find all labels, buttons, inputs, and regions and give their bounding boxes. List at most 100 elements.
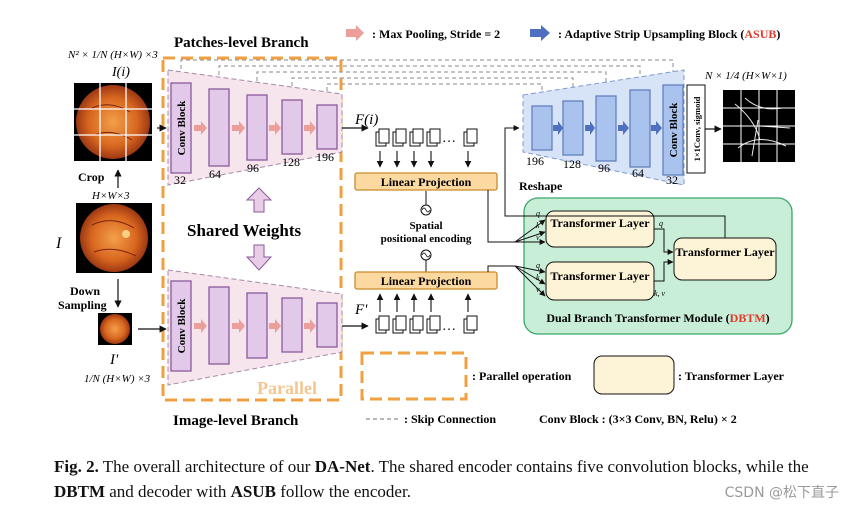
patch-count-label: N² × 1/N (H×W) ×3 [67, 49, 158, 61]
sampling-label: Sampling [58, 298, 107, 312]
pool-arrow-icon [232, 319, 245, 333]
pool-arrow-icon [346, 25, 364, 41]
output-size-label: N × 1/4 (H×W×1) [704, 70, 787, 82]
legend-max-pool-label: : Max Pooling, Stride = 2 [372, 27, 500, 41]
head-label: 1×1Conv, sigmoid [692, 96, 702, 161]
shared-up-arrow-icon [245, 187, 273, 213]
transformer-layer-2-label: Transformer Layer [550, 269, 650, 283]
asub-arrow-icon [553, 121, 563, 135]
legend-asub: : Adaptive Strip Upsampling Block (ASUB) [530, 25, 780, 41]
legend-asub-suffix: ) [776, 27, 780, 41]
decoder-block-3 [595, 95, 617, 162]
inputs: N² × 1/N (H×W) ×3 I(i) Crop H×W×3 I Down… [55, 49, 167, 385]
dec-ch-64: 64 [632, 166, 644, 180]
transformer-layer-1-label: Transformer Layer [550, 216, 650, 230]
patches-branch-title: Patches-level Branch [174, 35, 309, 51]
top-ch-64: 64 [209, 167, 221, 181]
caption-text-2: . The shared encoder contains five convo… [370, 457, 809, 476]
q-label: q [536, 209, 540, 218]
pool-arrow-icon [269, 319, 281, 333]
bottom-conv-block-4 [281, 297, 303, 353]
legend-skip-label: : Skip Connection [404, 412, 496, 426]
caption-text-1: The overall architecture of our [98, 457, 315, 476]
small-size-label: 1/N (H×W) ×3 [84, 373, 151, 385]
decoder-block-4 [629, 89, 651, 168]
top-conv-block-label: Conv Block [176, 100, 188, 156]
figure-caption: Fig. 2. The overall architecture of our … [54, 454, 824, 504]
dbtm-module: Transformer Layer Transformer Layer Tran… [487, 125, 793, 335]
top-linear-projection-label: Linear Projection [381, 175, 472, 189]
q-label: q [659, 219, 663, 228]
bottom-encoder: Conv Block [167, 269, 343, 386]
decoder-conv-block-label: Conv Block [668, 102, 680, 158]
decoder-block-1 [531, 105, 553, 151]
caption-fig: Fig. 2. [54, 457, 99, 476]
bottom-linear-projection-label: Linear Projection [381, 274, 472, 288]
image-branch-title: Image-level Branch [173, 413, 299, 429]
top-conv-block-3 [246, 94, 268, 161]
top-linear-projection-box [354, 172, 498, 191]
bottom-conv-block-5 [316, 302, 338, 348]
spatial-label: Spatial [409, 220, 442, 232]
small-image [98, 313, 132, 345]
top-ch-32: 32 [174, 173, 186, 187]
legend-transformer-box [593, 355, 675, 395]
decoder-conv-block [662, 84, 684, 176]
watermark: CSDN @松下直子 [724, 485, 839, 501]
full-size-label: H×W×3 [91, 190, 130, 202]
asub-arrow-icon [618, 121, 629, 135]
dbtm-title-prefix: Dual Branch Transformer Module ( [546, 311, 729, 325]
caption-dbtm: DBTM [54, 482, 105, 501]
v-label: v [536, 233, 540, 242]
bottom-conv-block-2 [208, 286, 230, 365]
svg-text:Dual Branch Transformer Module: Dual Branch Transformer Module (DBTM) [546, 311, 769, 325]
feat-patch-symbol: F(i) [354, 112, 378, 128]
legend-asub-prefix: : Adaptive Strip Upsampling Block ( [558, 27, 744, 41]
legend-asub-abbr: ASUB [744, 27, 776, 41]
legend-max-pool: : Max Pooling, Stride = 2 [346, 25, 500, 41]
shared-weights-label: Shared Weights [187, 221, 302, 240]
dec-ch-96: 96 [598, 161, 610, 175]
asub-arrow-icon [530, 25, 550, 41]
down-label: Down [70, 284, 100, 298]
k-label: k [536, 273, 540, 282]
pool-arrow-icon [304, 121, 316, 135]
pool-arrow-icon [232, 121, 245, 135]
decoder-block-2 [562, 100, 584, 156]
legend-conv-def: Conv Block : (3×3 Conv, BN, Relu) × 2 [539, 412, 737, 426]
transformer-layer-3-label: Transformer Layer [675, 245, 775, 259]
caption-net: DA-Net [314, 457, 371, 476]
pool-arrow-icon [194, 319, 207, 333]
reshape-label: Reshape [519, 179, 563, 193]
caption-text-3: and decoder with [105, 482, 231, 501]
image-tokens [375, 315, 478, 334]
patch-symbol: I(i) [111, 65, 130, 80]
top-ch-128: 128 [282, 155, 300, 169]
token-ellipsis: … [442, 319, 456, 334]
kv-label: k, v [654, 289, 666, 298]
dec-ch-196: 196 [526, 154, 544, 168]
top-conv-block-4 [281, 99, 303, 155]
bottom-conv-block-1 [170, 280, 192, 372]
top-encoder: Conv Block 32 64 96 128 196 [167, 69, 343, 187]
caption-text-4: follow the encoder. [275, 482, 411, 501]
full-image-symbol: I [55, 235, 62, 252]
q-label: q [536, 261, 540, 270]
top-conv-block-2 [208, 88, 230, 167]
output-vessel-map [723, 90, 795, 162]
feat-image-symbol: F' [354, 302, 368, 318]
crop-label: Crop [78, 170, 105, 184]
parallel-label: Parallel [257, 378, 317, 398]
bottom-linear-projection-box [354, 271, 498, 290]
bottom-conv-block-label: Conv Block [176, 298, 188, 354]
legend-transformer-label: : Transformer Layer [678, 369, 785, 383]
patches-image [74, 83, 152, 161]
patch-tokens [375, 128, 478, 147]
token-ellipsis: … [442, 131, 456, 146]
top-conv-block-5 [316, 104, 338, 150]
middle-section: F(i) … Linear Projection Spatial pos [342, 112, 498, 334]
dec-ch-32: 32 [666, 173, 678, 187]
dbtm-title-abbr: DBTM [730, 311, 766, 325]
top-ch-96: 96 [247, 161, 259, 175]
